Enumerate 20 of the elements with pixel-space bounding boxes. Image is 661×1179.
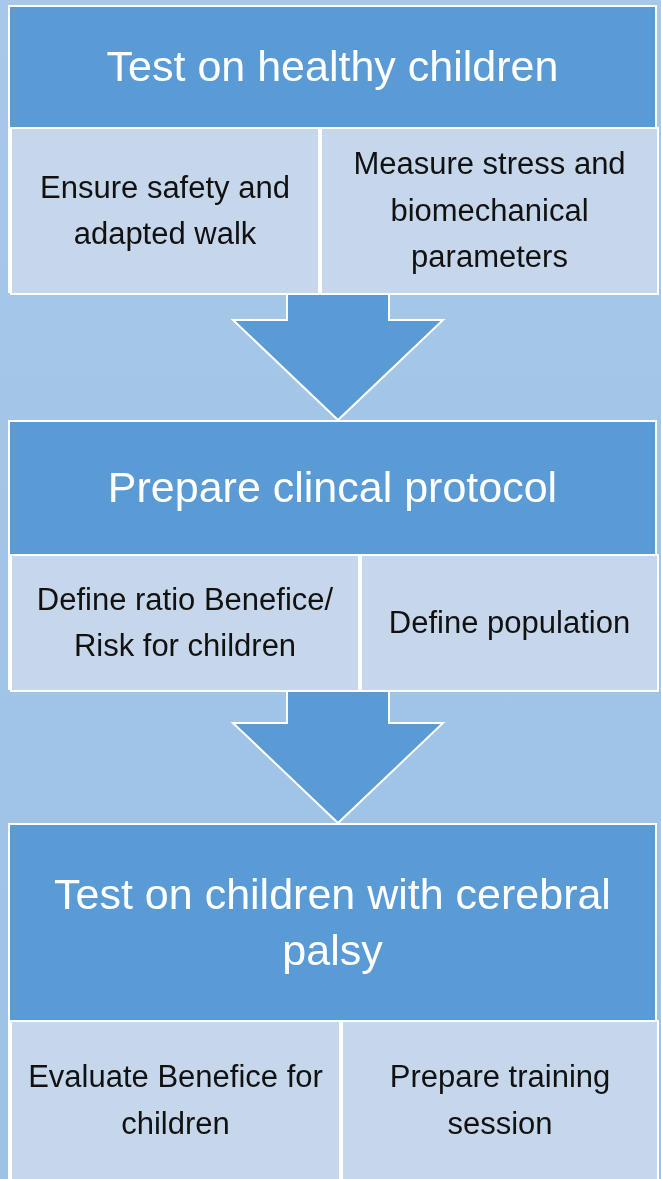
task-box xyxy=(10,127,320,295)
task-text: Define ratio Benefice/ Risk for children xyxy=(35,580,335,665)
block-arrow xyxy=(230,292,446,422)
stage-heading: Prepare clincal protocol xyxy=(106,462,559,514)
stage-panel xyxy=(8,823,657,1179)
task-box xyxy=(320,127,659,295)
task-text: Define population xyxy=(388,603,631,642)
task-text: Prepare training session xyxy=(388,1058,612,1143)
task-text: Ensure safety and adapted walk xyxy=(39,168,291,253)
task-box xyxy=(341,1020,659,1179)
stage-panel xyxy=(8,5,657,293)
stage-heading: Test on children with cerebral palsy xyxy=(53,868,612,976)
block-arrow xyxy=(230,689,446,825)
stage-heading: Test on healthy children xyxy=(105,41,560,93)
task-text: Evaluate Benefice for children xyxy=(27,1058,324,1143)
stage-panel xyxy=(8,420,657,690)
task-box xyxy=(360,554,659,692)
task-box xyxy=(10,554,360,692)
task-box xyxy=(10,1020,341,1179)
task-text: Measure stress and biomechanical parameters xyxy=(352,145,627,277)
